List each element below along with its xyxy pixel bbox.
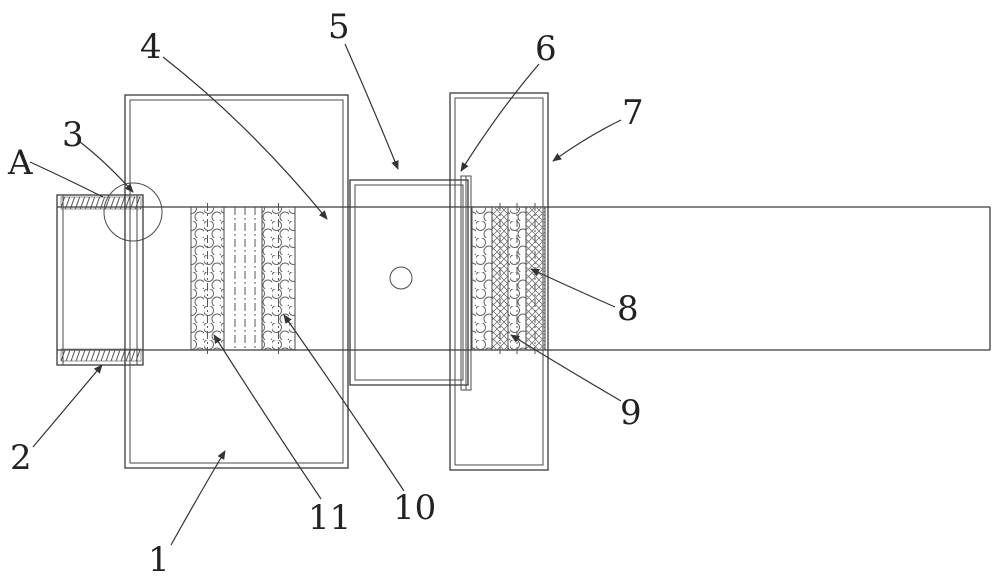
callout-label-8: 8 <box>617 289 639 329</box>
leader-line-6 <box>460 63 540 172</box>
callout-label-A: A <box>7 143 33 183</box>
leader-line-A <box>29 161 104 198</box>
callout-label-1: 1 <box>148 540 170 580</box>
detail-circle-A <box>103 182 163 242</box>
leader-line-1 <box>170 450 226 546</box>
left-bearing-band-2 <box>261 203 296 354</box>
leader-line-7 <box>552 119 622 162</box>
leader-line-4 <box>162 56 328 220</box>
callout-labels: A 3 4 5 6 7 8 9 2 1 11 10 <box>7 7 644 580</box>
callout-label-2: 2 <box>10 438 32 478</box>
right-bearing-band <box>471 203 546 354</box>
callout-label-6: 6 <box>535 29 557 69</box>
callout-label-10: 10 <box>393 488 436 528</box>
seal-plate <box>129 195 138 365</box>
leader-line-9 <box>510 334 622 402</box>
callout-label-7: 7 <box>622 93 644 133</box>
center-bore-hole <box>389 266 413 290</box>
callout-label-4: 4 <box>140 27 162 67</box>
gasket <box>460 175 472 391</box>
callout-label-9: 9 <box>620 393 642 433</box>
callout-label-3: 3 <box>62 115 84 155</box>
leader-line-11 <box>213 334 322 500</box>
leader-line-10 <box>283 314 405 492</box>
center-block <box>349 179 469 386</box>
leader-lines <box>29 43 622 546</box>
left-coupling <box>56 194 144 366</box>
leader-line-3 <box>79 141 134 193</box>
leader-line-5 <box>344 43 399 170</box>
hatch-strip-bottom <box>60 348 142 362</box>
left-bearing-band-1 <box>190 203 225 354</box>
hatch-strip-top <box>60 196 142 210</box>
spacer-column <box>234 207 256 350</box>
leader-line-2 <box>32 364 103 448</box>
callout-label-5: 5 <box>328 7 350 47</box>
callout-label-11: 11 <box>308 498 351 538</box>
leader-line-8 <box>530 268 616 308</box>
left-housing <box>124 94 349 469</box>
